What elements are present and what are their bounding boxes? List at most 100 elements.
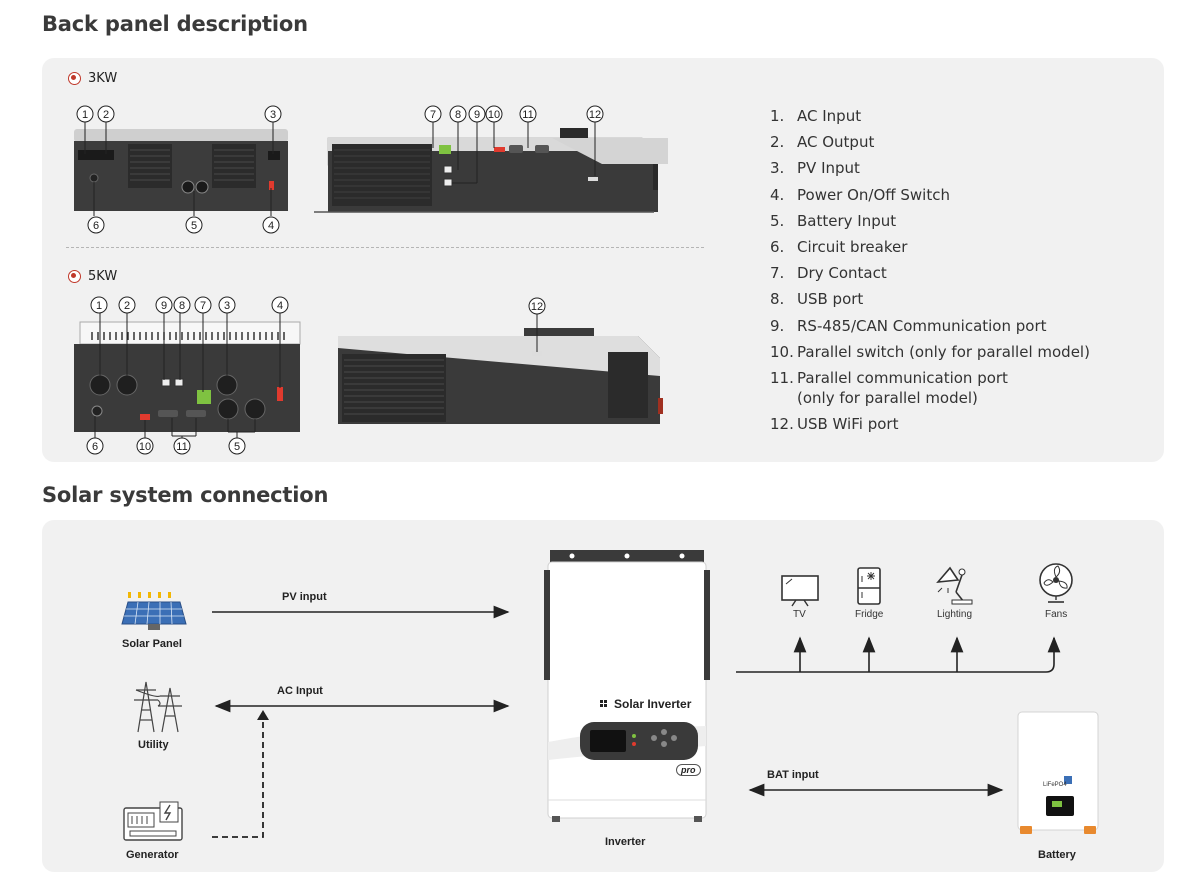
legend-item: 9.RS-485/CAN Communication port bbox=[770, 316, 1047, 335]
svg-text:6: 6 bbox=[92, 441, 98, 453]
radio-icon bbox=[68, 270, 81, 283]
legend-item: 2.AC Output bbox=[770, 133, 875, 152]
svg-text:7: 7 bbox=[430, 109, 436, 121]
battery-brand-label: LiFePO4 bbox=[1043, 782, 1067, 788]
callout-11: 11 bbox=[519, 105, 537, 123]
callout-10: 10 bbox=[485, 105, 503, 123]
callout-7: 7 bbox=[194, 296, 212, 314]
legend-item: 10.Parallel switch (only for parallel mo… bbox=[770, 342, 1090, 361]
svg-text:11: 11 bbox=[522, 109, 533, 121]
svg-text:9: 9 bbox=[161, 300, 167, 312]
callout-1: 1 bbox=[76, 105, 94, 123]
bat-input-label: BAT input bbox=[767, 769, 819, 781]
svg-text:6: 6 bbox=[93, 220, 99, 232]
port-legend-list: 1.AC Input 2.AC Output 3.PV Input 4.Powe… bbox=[770, 106, 1150, 440]
callout-4: 4 bbox=[271, 296, 289, 314]
callout-12: 12 bbox=[586, 105, 604, 123]
tv-icon bbox=[781, 575, 819, 607]
svg-text:2: 2 bbox=[103, 109, 109, 121]
divider-line bbox=[66, 247, 704, 248]
svg-text:3: 3 bbox=[224, 300, 230, 312]
callout-6: 6 bbox=[86, 437, 104, 455]
svg-text:8: 8 bbox=[455, 109, 461, 121]
pv-input-label: PV input bbox=[282, 591, 327, 603]
callout-9: 9 bbox=[155, 296, 173, 314]
callout-5: 5 bbox=[185, 216, 203, 234]
back-view-5kw bbox=[74, 321, 301, 432]
callout-3: 3 bbox=[264, 105, 282, 123]
fridge-icon bbox=[857, 567, 881, 605]
utility-label: Utility bbox=[138, 739, 169, 751]
callout-8: 8 bbox=[173, 296, 191, 314]
legend-item: 12.USB WiFi port bbox=[770, 415, 899, 434]
callout-2: 2 bbox=[97, 105, 115, 123]
wiring-diagram bbox=[212, 605, 1061, 838]
tv-label: TV bbox=[793, 609, 806, 620]
generator-label: Generator bbox=[126, 849, 179, 861]
inverter-label: Inverter bbox=[605, 836, 646, 848]
model-3kw-label: 3KW bbox=[68, 71, 117, 86]
fan-icon bbox=[1039, 563, 1073, 603]
callout-12: 12 bbox=[528, 297, 546, 315]
svg-text:12: 12 bbox=[531, 301, 543, 313]
legend-item: 5.Battery Input bbox=[770, 211, 897, 230]
battery-image bbox=[1017, 711, 1099, 834]
radio-icon bbox=[68, 72, 81, 85]
svg-text:1: 1 bbox=[96, 300, 102, 312]
side-view-5kw bbox=[338, 328, 663, 424]
svg-text:10: 10 bbox=[488, 109, 500, 121]
callouts-3kw: 1 2 3 6 5 4 7 8 9 10 11 12 bbox=[76, 105, 604, 234]
svg-text:11: 11 bbox=[176, 441, 187, 453]
ac-input-label: AC Input bbox=[277, 685, 323, 697]
solar-connection-section: Solar Panel Utility Generator bbox=[42, 520, 1164, 872]
svg-text:9: 9 bbox=[474, 109, 480, 121]
svg-text:5: 5 bbox=[234, 441, 240, 453]
callout-5: 5 bbox=[228, 437, 246, 455]
callout-3: 3 bbox=[218, 296, 236, 314]
generator-icon bbox=[123, 801, 183, 841]
back-panel-section: 3KW bbox=[42, 58, 1164, 462]
legend-item: 11.Parallel communication port (only for… bbox=[770, 368, 1008, 407]
utility-tower-icon bbox=[134, 681, 182, 733]
svg-text:5: 5 bbox=[191, 220, 197, 232]
callout-6: 6 bbox=[87, 216, 105, 234]
svg-text:12: 12 bbox=[589, 109, 601, 121]
callout-1: 1 bbox=[90, 296, 108, 314]
svg-text:4: 4 bbox=[268, 220, 274, 232]
svg-text:7: 7 bbox=[200, 300, 206, 312]
battery-label: Battery bbox=[1038, 849, 1076, 861]
svg-text:3: 3 bbox=[270, 109, 276, 121]
svg-text:8: 8 bbox=[179, 300, 185, 312]
callouts-5kw: 1 2 9 8 7 3 4 6 10 11 5 12 bbox=[86, 296, 546, 455]
callout-10: 10 bbox=[136, 437, 154, 455]
svg-text:1: 1 bbox=[82, 109, 88, 121]
callout-11: 11 bbox=[173, 437, 191, 455]
callout-4: 4 bbox=[262, 216, 280, 234]
fridge-label: Fridge bbox=[855, 609, 884, 620]
legend-item: 1.AC Input bbox=[770, 107, 862, 125]
inverter-badge: pro bbox=[676, 764, 701, 776]
callout-9: 9 bbox=[468, 105, 486, 123]
back-panel-title: Back panel description bbox=[42, 12, 308, 36]
callout-2: 2 bbox=[118, 296, 136, 314]
solar-panel-icon bbox=[121, 592, 187, 630]
callout-8: 8 bbox=[449, 105, 467, 123]
legend-item: 4.Power On/Off Switch bbox=[770, 185, 950, 204]
back-view-3kw bbox=[74, 129, 288, 211]
legend-item: 6.Circuit breaker bbox=[770, 237, 908, 256]
solar-panel-label: Solar Panel bbox=[122, 638, 182, 650]
fans-label: Fans bbox=[1045, 609, 1068, 620]
legend-item: 8.USB port bbox=[770, 290, 864, 309]
legend-item: 7.Dry Contact bbox=[770, 264, 887, 283]
callout-7: 7 bbox=[424, 105, 442, 123]
lamp-icon bbox=[936, 566, 973, 605]
svg-text:2: 2 bbox=[124, 300, 130, 312]
svg-text:10: 10 bbox=[139, 441, 151, 453]
inverter-brand-label: Solar Inverter bbox=[614, 697, 692, 711]
model-5kw-label: 5KW bbox=[68, 269, 117, 284]
svg-text:4: 4 bbox=[277, 300, 283, 312]
lighting-label: Lighting bbox=[937, 609, 973, 620]
inverter-image bbox=[544, 550, 710, 822]
legend-item: 3.PV Input bbox=[770, 159, 860, 178]
solar-connection-title: Solar system connection bbox=[42, 483, 329, 507]
